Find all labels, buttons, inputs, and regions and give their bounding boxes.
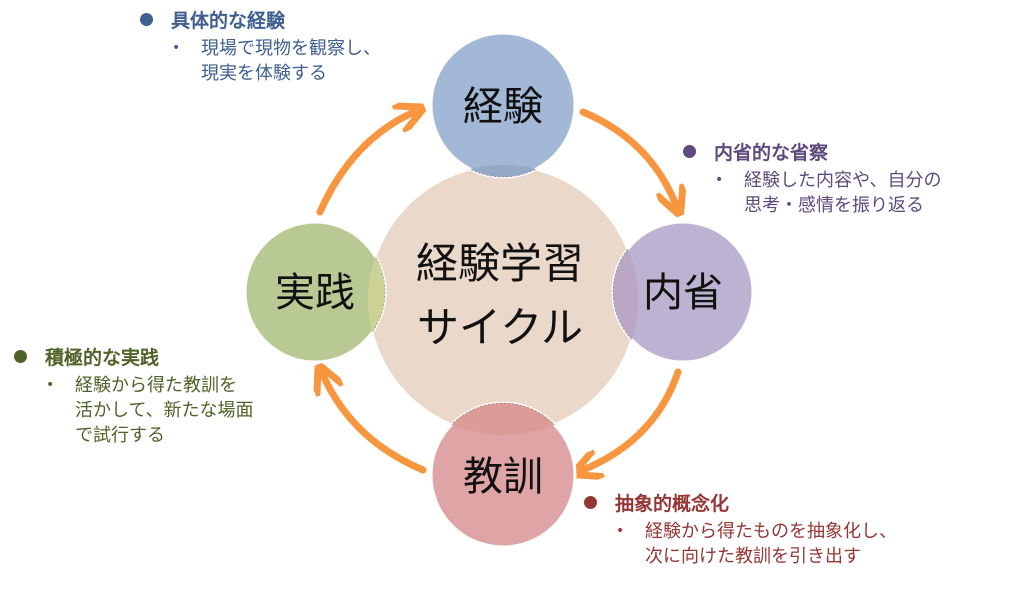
practice-label: 実践 [275,270,355,316]
reflection-label: 内省 [643,270,723,316]
note-heading: 内省的な省察 [714,142,829,164]
practice-overlap [368,221,386,363]
note-line: 現実を体験する [201,63,327,84]
bullet-dot-icon [584,496,597,509]
lesson-label: 教訓 [463,454,543,500]
bullet-icon: • [616,523,625,539]
stage-lesson: 教訓 [429,401,577,549]
arrow-experience-to-reflection [579,108,676,205]
arrow-lesson-to-practice [323,375,427,474]
center-title-line-1: 経験学習 [416,239,584,288]
bullet-icon: • [715,172,724,188]
note-heading: 抽象的概念化 [615,493,730,515]
note-line: 経験した内容や、自分の [744,170,942,191]
arrow-practice-to-experience [316,112,414,216]
note-line: 現場で現物を観察し、 [201,38,381,59]
note-abstract-conceptualization: 抽象的概念化 • 経験から得たものを抽象化し、 次に向けた教訓を引き出す [584,492,897,569]
note-active-experimentation: 積極的な実践 • 経験から得た教訓を 活かして、新たな場面 で試行する [14,346,254,448]
note-heading: 積極的な実践 [45,347,160,369]
note-line: 次に向けた教訓を引き出す [645,546,861,567]
note-heading: 具体的な経験 [171,10,286,32]
note-line: で試行する [75,425,165,446]
note-line: 経験から得た教訓を [75,375,237,396]
experience-overlap [430,165,576,178]
stage-practice: 実践 [243,220,387,364]
note-line: 活かして、新たな場面 [75,400,254,421]
arrow-reflection-to-lesson [583,368,682,470]
note-line: 思考・感情を振り返る [744,195,924,216]
note-reflective-observation: 内省的な省察 • 経験した内容や、自分の 思考・感情を振り返る [683,141,941,218]
bullet-dot-icon [683,145,696,158]
stage-reflection: 内省 [611,220,755,364]
stage-experience: 経験 [429,31,577,179]
experience-label: 経験 [463,84,543,130]
center-circle [366,163,640,437]
note-line: 経験から得たものを抽象化し、 [645,521,897,542]
bullet-icon: • [46,377,55,393]
bullet-dot-icon [14,350,27,363]
bullet-dot-icon [140,13,153,26]
center-title-line-2: サイクル [417,303,583,352]
note-concrete-experience: 具体的な経験 • 現場で現物を観察し、 現実を体験する [140,9,381,86]
bullet-icon: • [172,40,181,56]
